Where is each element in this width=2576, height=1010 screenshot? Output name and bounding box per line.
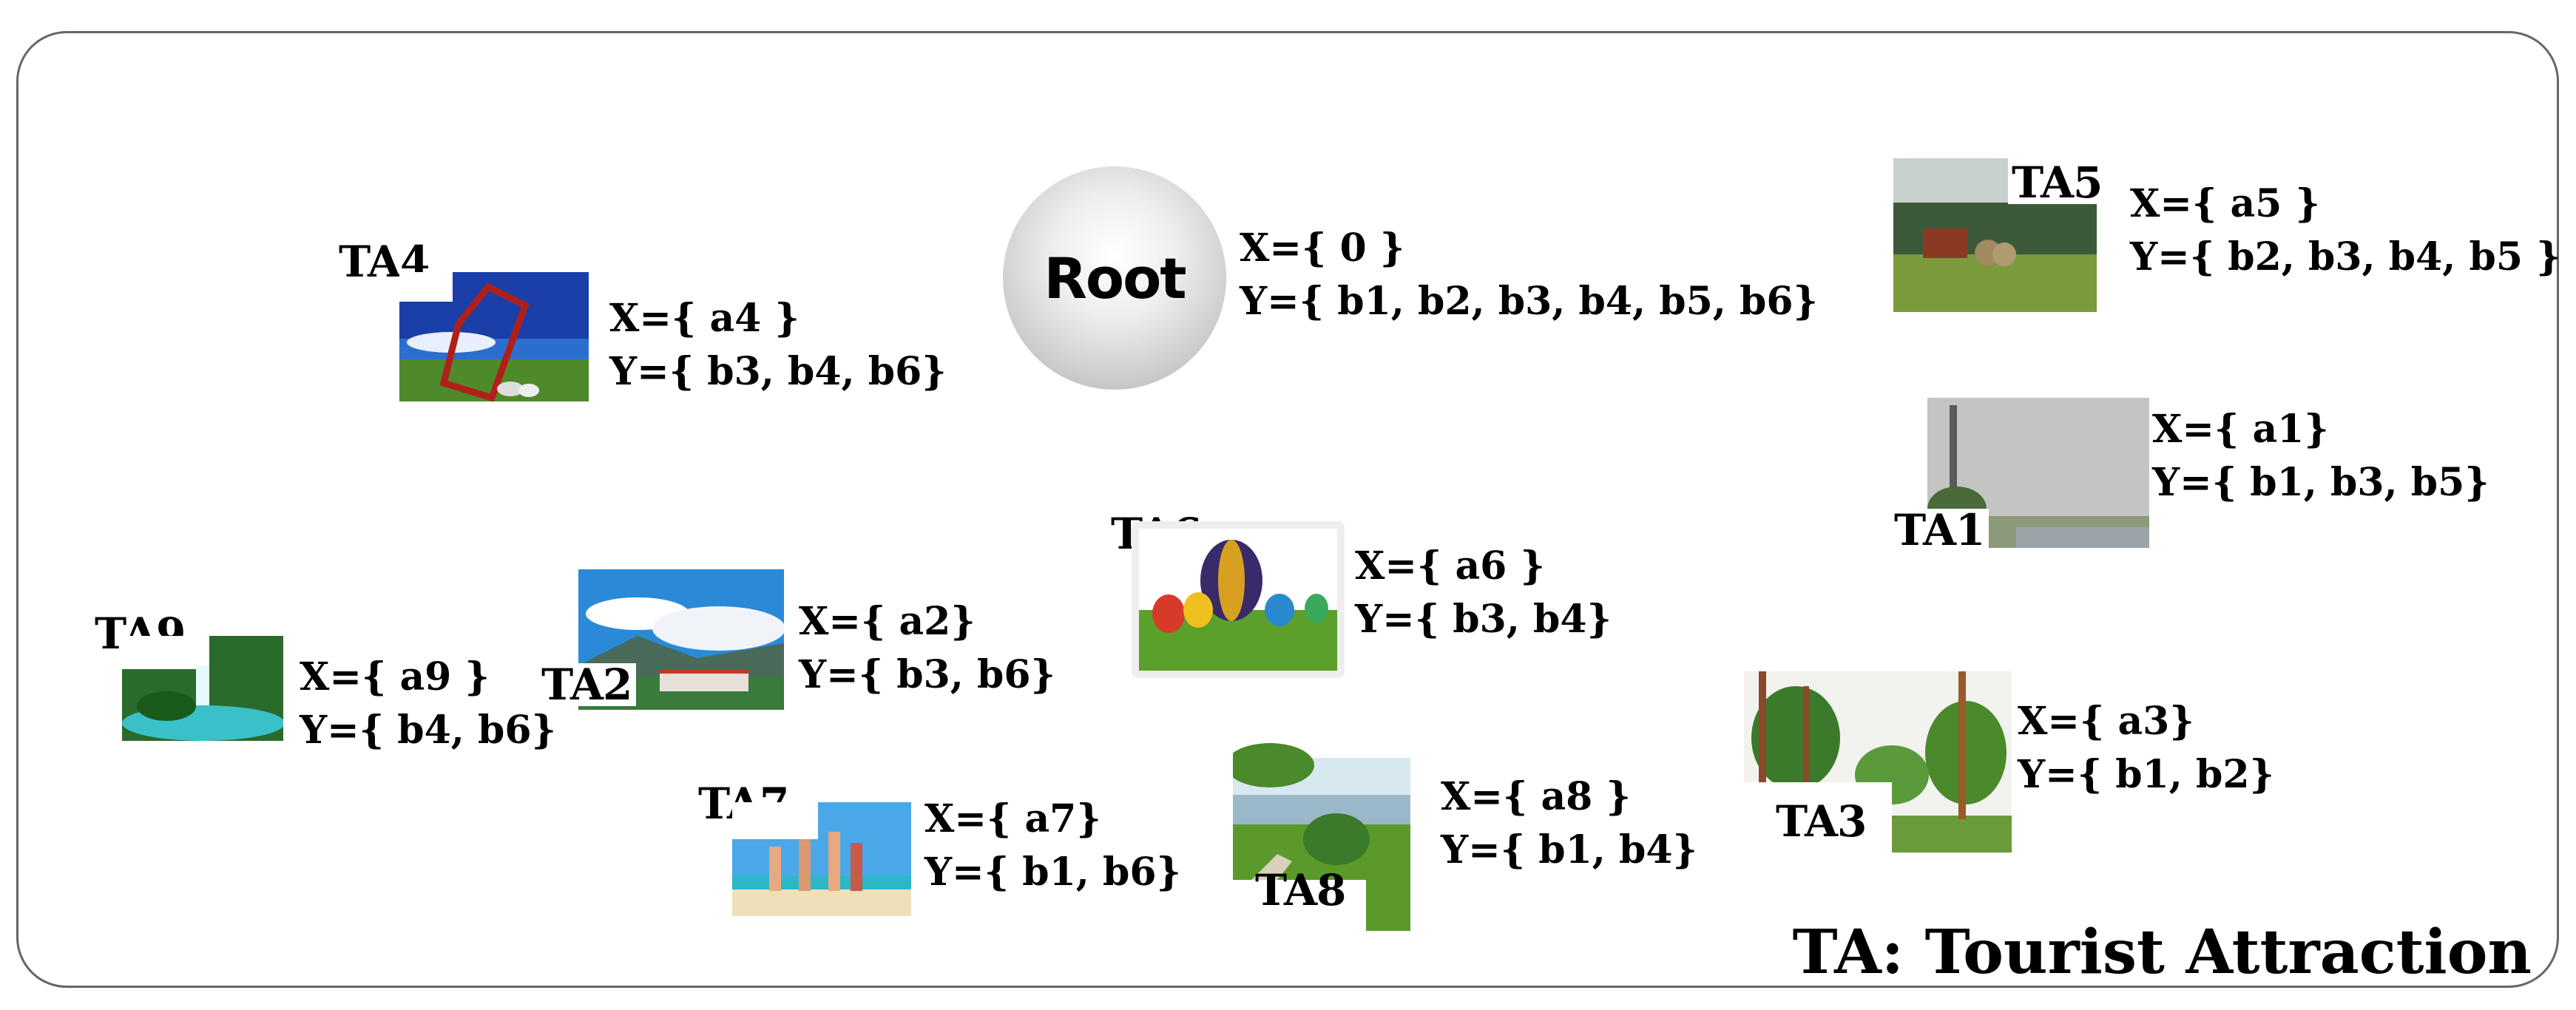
waterfall-photo — [122, 636, 283, 741]
hot-air-balloons-photo — [1139, 529, 1337, 671]
ta3-x-set: X={ a3} — [2018, 699, 2194, 744]
ta9-sets: X={ a9 } Y={ b4, b6} — [300, 651, 556, 757]
ta9-photo — [122, 636, 283, 741]
ta1-y-set: Y={ b1, b3, b5} — [2152, 460, 2489, 505]
frame-sculpture-photo — [399, 272, 589, 401]
ta2-photo — [578, 569, 784, 710]
ta8-x-set: X={ a8 } — [1441, 774, 1631, 819]
ta1-label: TA1 — [1890, 509, 1990, 552]
ta9-y-set: Y={ b4, b6} — [300, 708, 556, 753]
ta1-sets: X={ a1} Y={ b1, b3, b5} — [2152, 403, 2489, 509]
ta5-x-set: X={ a5 } — [2130, 181, 2320, 226]
ta4-y-set: Y={ b3, b4, b6} — [609, 349, 947, 394]
legend: TA: Tourist Attraction — [1792, 917, 2532, 988]
lake-park-photo — [1233, 736, 1410, 931]
root-x-set: X={ 0 } — [1240, 226, 1405, 271]
ta4-photo — [399, 272, 589, 401]
ta4-x-set: X={ a4 } — [609, 296, 799, 341]
root-y-set: Y={ b1, b2, b3, b4, b5, b6} — [1240, 279, 1818, 324]
beach-people-photo — [732, 802, 911, 916]
root-sets: X={ 0 } Y={ b1, b2, b3, b4, b5, b6} — [1240, 222, 1818, 328]
ta7-photo — [732, 802, 911, 916]
ta6-y-set: Y={ b3, b4} — [1355, 597, 1612, 642]
ta2-label: TA2 — [537, 663, 637, 706]
ta8-sets: X={ a8 } Y={ b1, b4} — [1441, 770, 1697, 877]
ta5-sets: X={ a5 } Y={ b2, b3, b4, b5 } — [2130, 177, 2561, 284]
ta3-y-set: Y={ b1, b2} — [2018, 752, 2274, 797]
ta7-x-set: X={ a7} — [924, 796, 1101, 841]
ta3-sets: X={ a3} Y={ b1, b2} — [2018, 695, 2274, 801]
ta5-label: TA5 — [2012, 157, 2103, 208]
ta5-y-set: Y={ b2, b3, b4, b5 } — [2130, 234, 2561, 279]
ta6-x-set: X={ a6 } — [1355, 543, 1545, 589]
ta3-label: TA3 — [1771, 800, 1871, 843]
ta7-y-set: Y={ b1, b6} — [924, 850, 1181, 895]
ta7-sets: X={ a7} Y={ b1, b6} — [924, 793, 1181, 899]
ta6-photo — [1132, 521, 1345, 678]
root-label: Root — [1044, 245, 1186, 311]
ta2-x-set: X={ a2} — [799, 599, 976, 644]
root-node: Root — [1003, 166, 1226, 390]
clouds-mountain-photo — [578, 569, 784, 710]
ta8-label: TA8 — [1255, 865, 1346, 915]
ta8-y-set: Y={ b1, b4} — [1441, 827, 1697, 872]
farm-tractor-photo — [1893, 158, 2097, 312]
ta5-photo — [1893, 158, 2097, 312]
ta2-sets: X={ a2} Y={ b3, b6} — [799, 595, 1055, 702]
ta6-sets: X={ a6 } Y={ b3, b4} — [1355, 540, 1612, 646]
ta1-x-set: X={ a1} — [2152, 407, 2329, 452]
ta4-sets: X={ a4 } Y={ b3, b4, b6} — [609, 292, 947, 399]
ta2-y-set: Y={ b3, b6} — [799, 652, 1055, 697]
ta9-x-set: X={ a9 } — [300, 654, 490, 699]
ta8-photo — [1233, 736, 1410, 931]
